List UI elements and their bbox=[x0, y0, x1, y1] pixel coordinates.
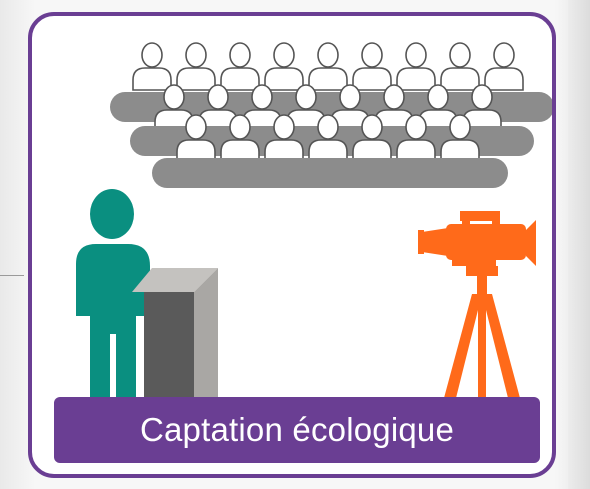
audience-person bbox=[308, 114, 348, 163]
audience-person bbox=[308, 42, 348, 91]
video-camera-icon bbox=[418, 211, 536, 266]
audience-person bbox=[440, 42, 480, 91]
tripod-icon bbox=[444, 266, 520, 398]
audience-person bbox=[264, 42, 304, 91]
audience-person bbox=[264, 114, 304, 163]
audience-person bbox=[396, 114, 436, 163]
caption-text: Captation écologique bbox=[139, 411, 455, 448]
audience-person bbox=[352, 42, 392, 91]
podium-icon bbox=[132, 268, 218, 398]
audience-person bbox=[176, 42, 216, 91]
audience-person bbox=[220, 42, 260, 91]
audience-person bbox=[176, 114, 216, 163]
audience-person bbox=[352, 114, 392, 163]
audience-person bbox=[396, 42, 436, 91]
audience-icon bbox=[110, 42, 552, 188]
illustration-card: Captation écologique bbox=[28, 12, 556, 478]
divider bbox=[0, 275, 24, 276]
audience-person bbox=[440, 114, 480, 163]
audience-person bbox=[220, 114, 260, 163]
scene bbox=[76, 42, 552, 398]
audience-person bbox=[484, 42, 524, 91]
window-edge bbox=[568, 0, 590, 489]
audience-person bbox=[132, 42, 172, 91]
audience-row bbox=[152, 158, 508, 188]
caption-bar: Captation écologique bbox=[54, 397, 540, 463]
presenter-icon bbox=[76, 189, 150, 398]
